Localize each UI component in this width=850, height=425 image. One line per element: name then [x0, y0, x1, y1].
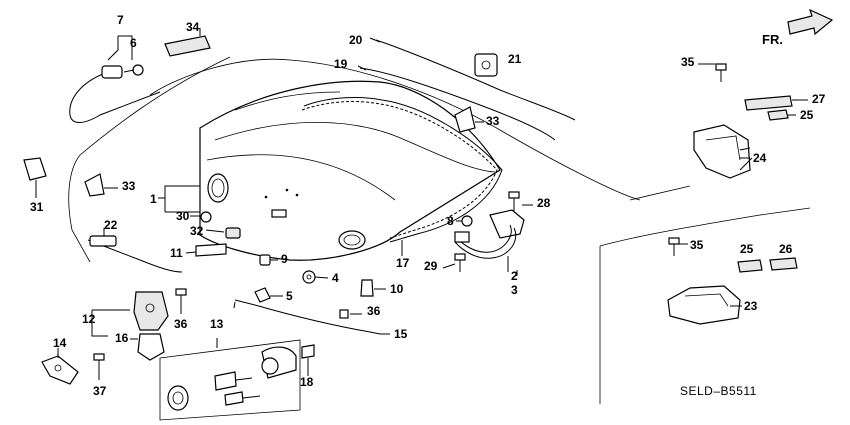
- callout-c15: 15: [394, 327, 408, 341]
- latch-rod: [233, 299, 390, 335]
- callout-c32: 32: [190, 224, 204, 238]
- callout-c3: 3: [511, 283, 518, 297]
- callout-c14: 14: [53, 336, 67, 350]
- release-actuator-upper: [693, 63, 808, 179]
- callout-c33a: 33: [122, 179, 136, 193]
- callout-c4: 4: [332, 271, 339, 285]
- callout-c28: 28: [537, 196, 551, 210]
- weatherstrip: [301, 97, 503, 243]
- small-fasteners: [185, 211, 386, 303]
- callout-c10: 10: [390, 282, 404, 296]
- callout-c23: 23: [744, 299, 758, 313]
- release-cable-route: [68, 56, 811, 404]
- callout-c29: 29: [424, 259, 438, 273]
- callout-c19: 19: [334, 57, 348, 71]
- callout-c17: 17: [396, 256, 410, 270]
- front-direction-label: FR.: [762, 32, 783, 47]
- callout-c21: 21: [508, 52, 522, 66]
- callout-c18: 18: [300, 375, 314, 389]
- callout-c2: 2: [511, 269, 518, 283]
- callout-c22: 22: [104, 218, 118, 232]
- callout-c13: 13: [210, 317, 224, 331]
- callout-c36a: 36: [174, 317, 188, 331]
- callout-c25a: 25: [800, 108, 814, 122]
- callout-c7: 7: [117, 13, 124, 27]
- trunk-latch: [91, 288, 187, 361]
- callout-c36b: 36: [367, 304, 381, 318]
- callout-c11: 11: [170, 246, 183, 260]
- leader-lines: [158, 28, 753, 276]
- callout-c20: 20: [349, 33, 363, 47]
- callout-c35a: 35: [681, 55, 695, 69]
- callout-c1: 1: [150, 192, 157, 206]
- trunk-lid: [199, 80, 501, 261]
- callout-c9: 9: [281, 252, 288, 266]
- rod-holder-clips: [84, 106, 484, 197]
- callout-c16: 16: [115, 331, 129, 345]
- rod-holder: [474, 53, 498, 77]
- emergency-release-cable: [87, 228, 183, 273]
- callout-c31: 31: [30, 200, 44, 214]
- callout-c5: 5: [286, 289, 293, 303]
- cylinder-set: [159, 338, 315, 421]
- callout-c27: 27: [812, 92, 826, 106]
- callout-c35b: 35: [690, 238, 704, 252]
- callout-c34: 34: [186, 20, 200, 34]
- trim-clip: [23, 157, 47, 198]
- diagram-code: SELD–B5511: [680, 384, 757, 398]
- callout-c33b: 33: [486, 114, 500, 128]
- trunk-opener-cable: [69, 35, 161, 123]
- cushion-pad: [164, 35, 211, 57]
- callout-c25b: 25: [740, 242, 754, 256]
- support-rods: [357, 37, 576, 141]
- striker: [41, 348, 105, 385]
- hinge-assembly: [442, 191, 533, 272]
- callout-c8: 8: [447, 214, 454, 228]
- callout-c30: 30: [176, 209, 190, 223]
- callout-c26: 26: [779, 242, 793, 256]
- callout-c12: 12: [82, 312, 96, 326]
- release-actuator-lower: [667, 237, 798, 325]
- front-direction-arrow: [787, 8, 834, 36]
- callout-c24: 24: [753, 151, 767, 165]
- callout-c6: 6: [130, 36, 137, 50]
- callout-c37: 37: [93, 384, 107, 398]
